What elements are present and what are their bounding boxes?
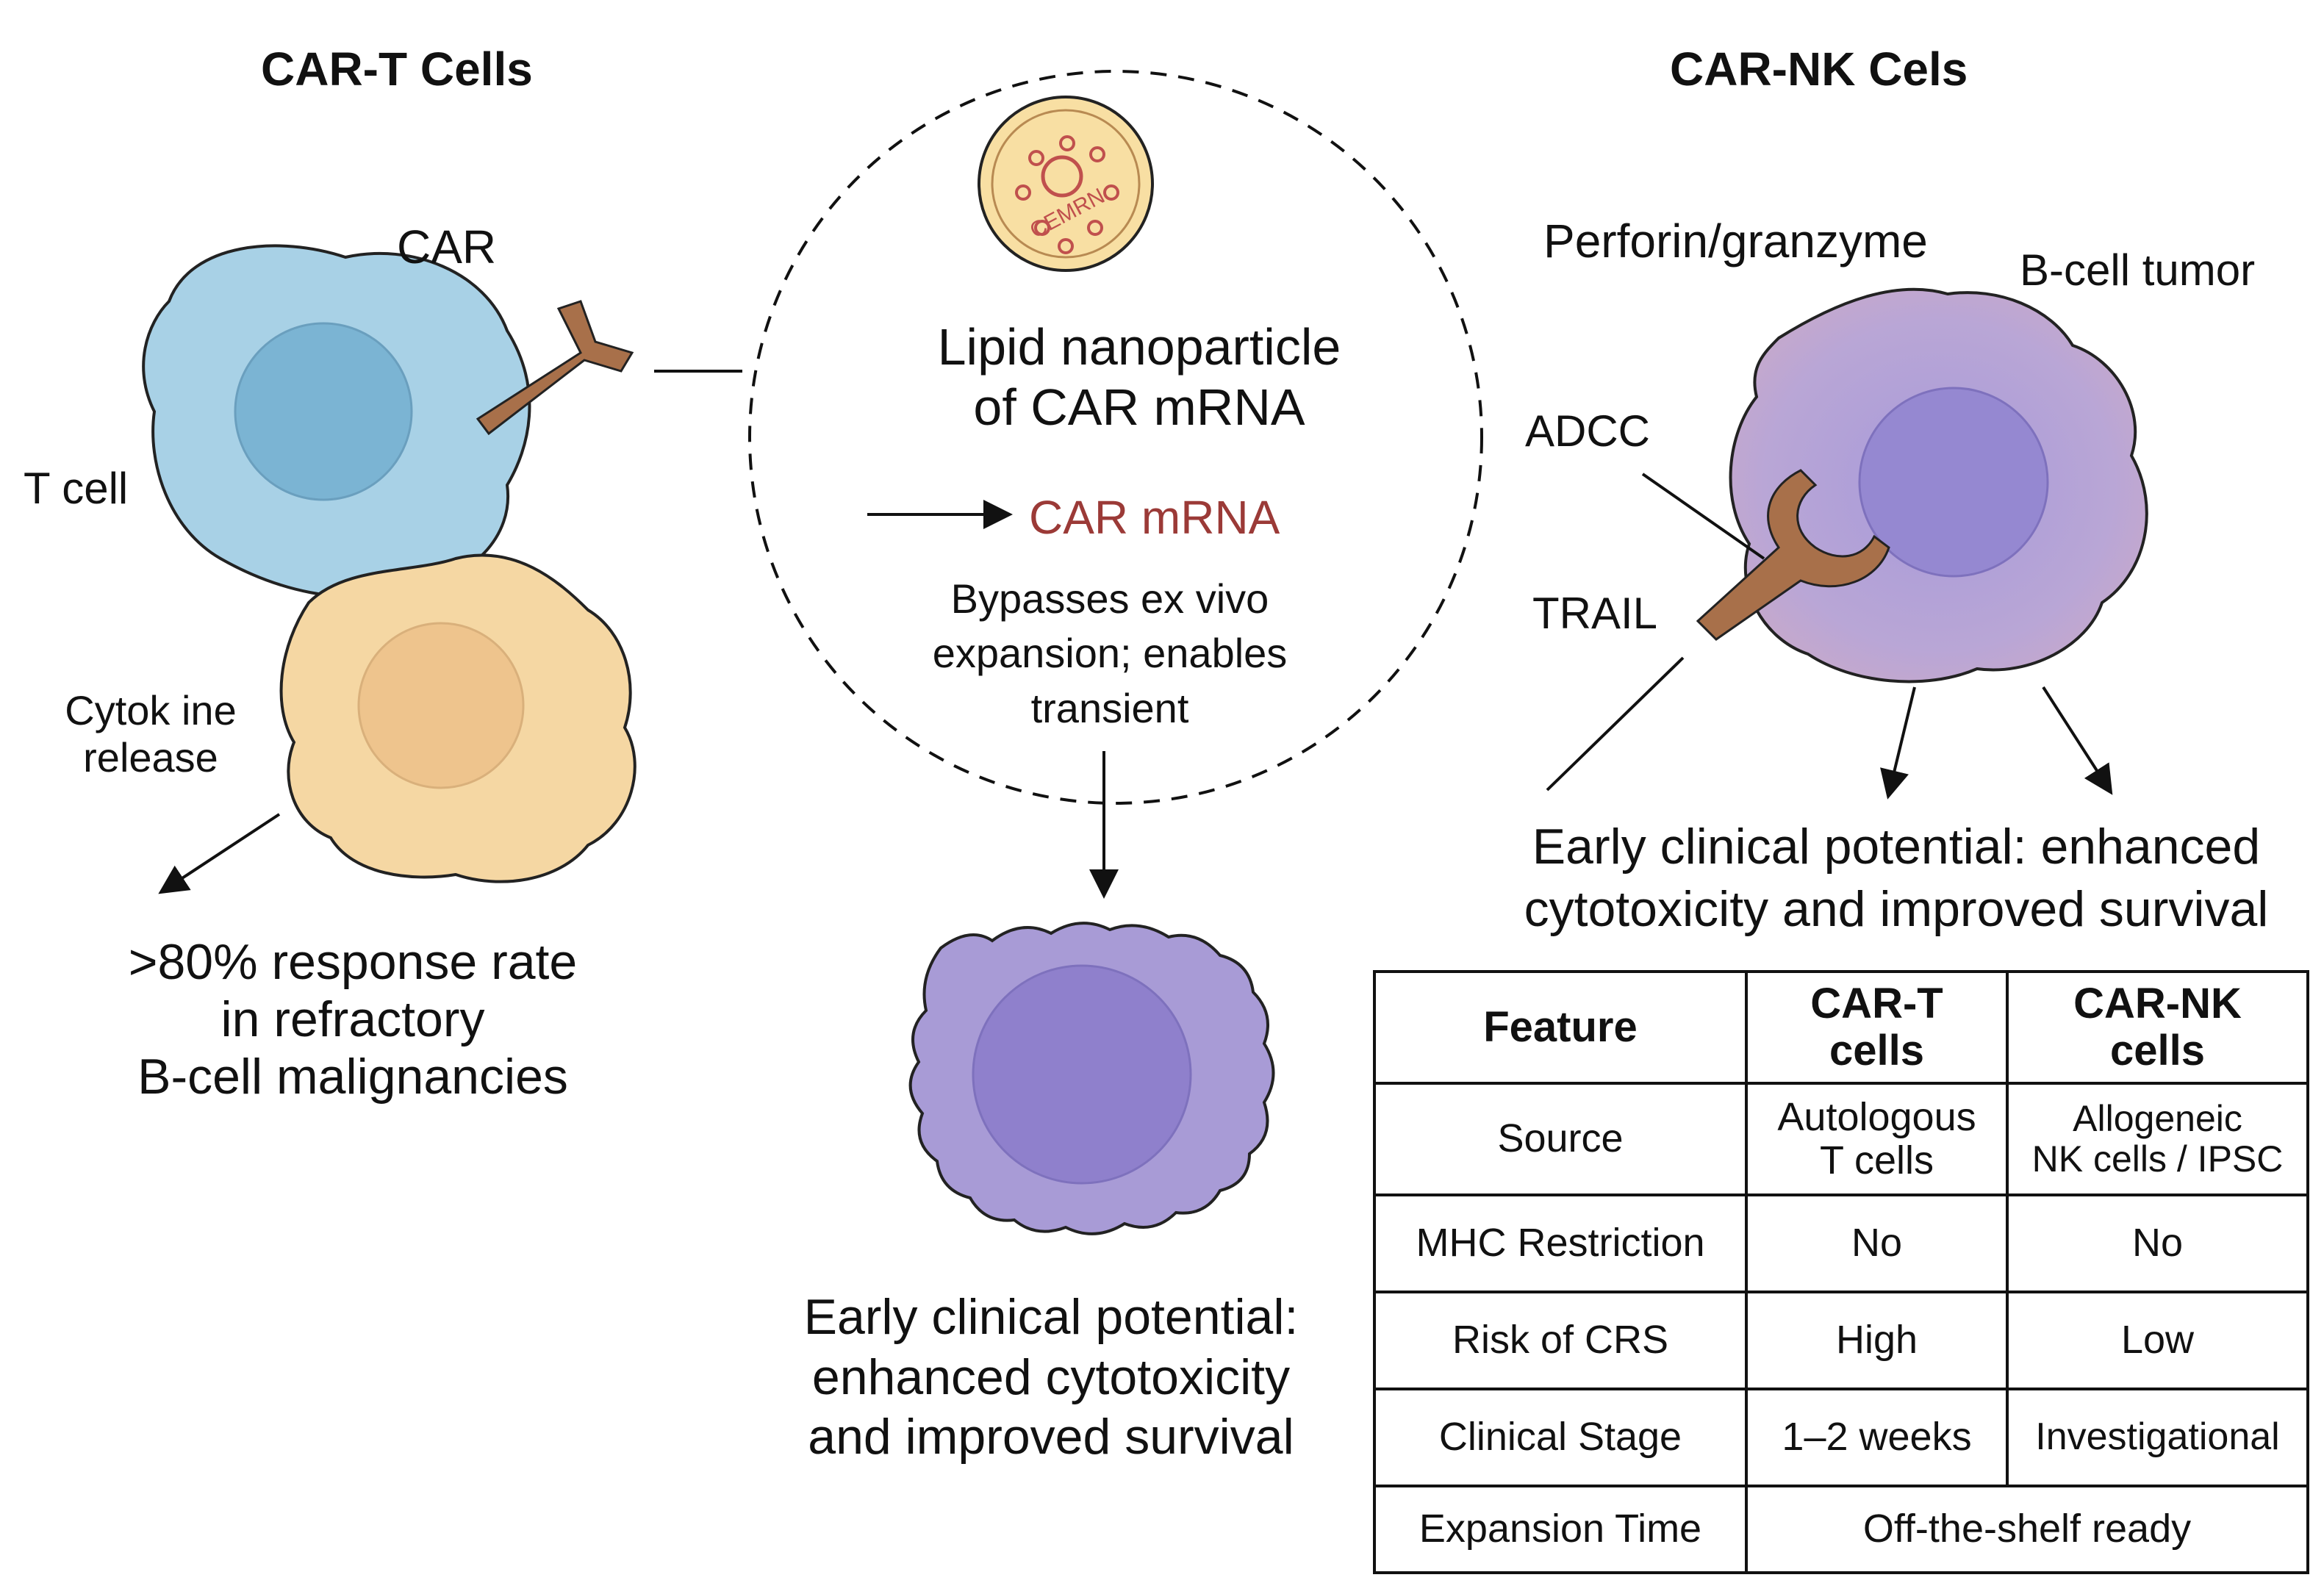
table-row: Expansion Time Off-the-shelf ready: [1373, 1485, 2309, 1574]
cell-feature: Risk of CRS: [1373, 1291, 1748, 1390]
nk-target-nucleus: [1858, 387, 2049, 578]
cell-merged: Off-the-shelf ready: [1745, 1485, 2309, 1574]
lnp-title: Lipid nanoparticle of CAR mRNA: [937, 318, 1341, 436]
cytokine-release-label: Cytok ine release: [65, 687, 237, 781]
cell-feature: MHC Restriction: [1373, 1193, 1748, 1293]
car-t-heading: CAR-T Cells: [261, 43, 533, 96]
adcc-pointer: [1641, 473, 1765, 560]
cell-feature: Expansion Time: [1373, 1485, 1748, 1574]
cell-car-t: No: [1745, 1193, 2009, 1293]
engineered-cell-nucleus: [972, 964, 1192, 1185]
target-cell-nucleus: [357, 622, 525, 789]
cell-feature: Source: [1373, 1082, 1748, 1196]
nk-receptor-icon: [1696, 469, 1890, 641]
lipid-nanoparticle-icon: CEMRN: [978, 96, 1154, 272]
table-row: Risk of CRS High Low: [1373, 1291, 2309, 1390]
t-cell-nucleus: [234, 322, 413, 501]
t-cell-label: T cell: [24, 464, 129, 513]
nk-outcome-text: Early clinical potential: enhanced cytot…: [1524, 819, 2269, 937]
cell-car-t: High: [1745, 1291, 2009, 1390]
cytokine-arrow: [158, 813, 281, 894]
lnp-dashed-boundary: [748, 70, 1483, 805]
trail-label: TRAIL: [1532, 589, 1658, 638]
car-t-response-text: >80% response rate in refractory B-cell …: [128, 934, 578, 1105]
cell-car-nk: Low: [2006, 1291, 2309, 1390]
lnp-description: Bypasses ex vivo expansion; enables tran…: [932, 575, 1288, 731]
table-row: MHC Restriction No No: [1373, 1193, 2309, 1293]
cell-car-t: 1–2 weeks: [1745, 1388, 2009, 1487]
adcc-label: ADCC: [1525, 406, 1651, 456]
lnp-outcome-text: Early clinical potential: enhanced cytot…: [803, 1289, 1299, 1465]
car-nk-heading: CAR-NK Cels: [1670, 43, 1968, 96]
car-receptor-icon: [476, 300, 634, 436]
perforin-granzyme-label: Perforin/granzyme: [1543, 215, 1928, 268]
header-feature: Feature: [1373, 970, 1748, 1085]
cell-feature: Clinical Stage: [1373, 1388, 1748, 1487]
table-row: Clinical Stage 1–2 weeks Investigational: [1373, 1388, 2309, 1487]
b-cell-tumor-label: B-cell tumor: [2020, 245, 2256, 295]
cell-car-nk: Investigational: [2006, 1388, 2309, 1487]
car-mrna-label: CAR mRNA: [1029, 491, 1280, 544]
nk-outcome-arrow-right: [2042, 686, 2113, 795]
trail-pointer: [1546, 656, 1685, 792]
cell-car-nk: No: [2006, 1193, 2309, 1293]
car-label: CAR: [397, 220, 497, 273]
nk-outcome-arrow-left: [1880, 686, 1916, 800]
